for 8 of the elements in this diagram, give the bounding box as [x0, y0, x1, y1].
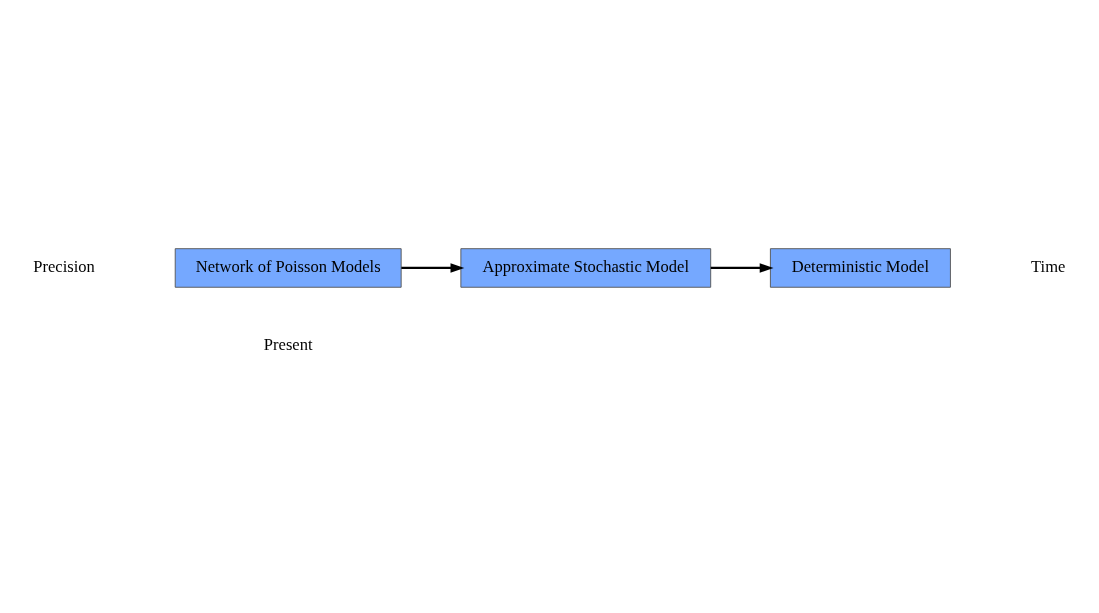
- arrow: [401, 262, 465, 273]
- node-box: Deterministic Model: [769, 247, 951, 288]
- label: Precision: [33, 256, 95, 276]
- node-label: Present: [263, 334, 313, 354]
- arrow: [710, 262, 774, 273]
- node-box: Approximate Stochastic Model: [460, 247, 712, 288]
- label: Time: [1031, 256, 1066, 276]
- node-box: Network of Poisson Models: [174, 247, 402, 288]
